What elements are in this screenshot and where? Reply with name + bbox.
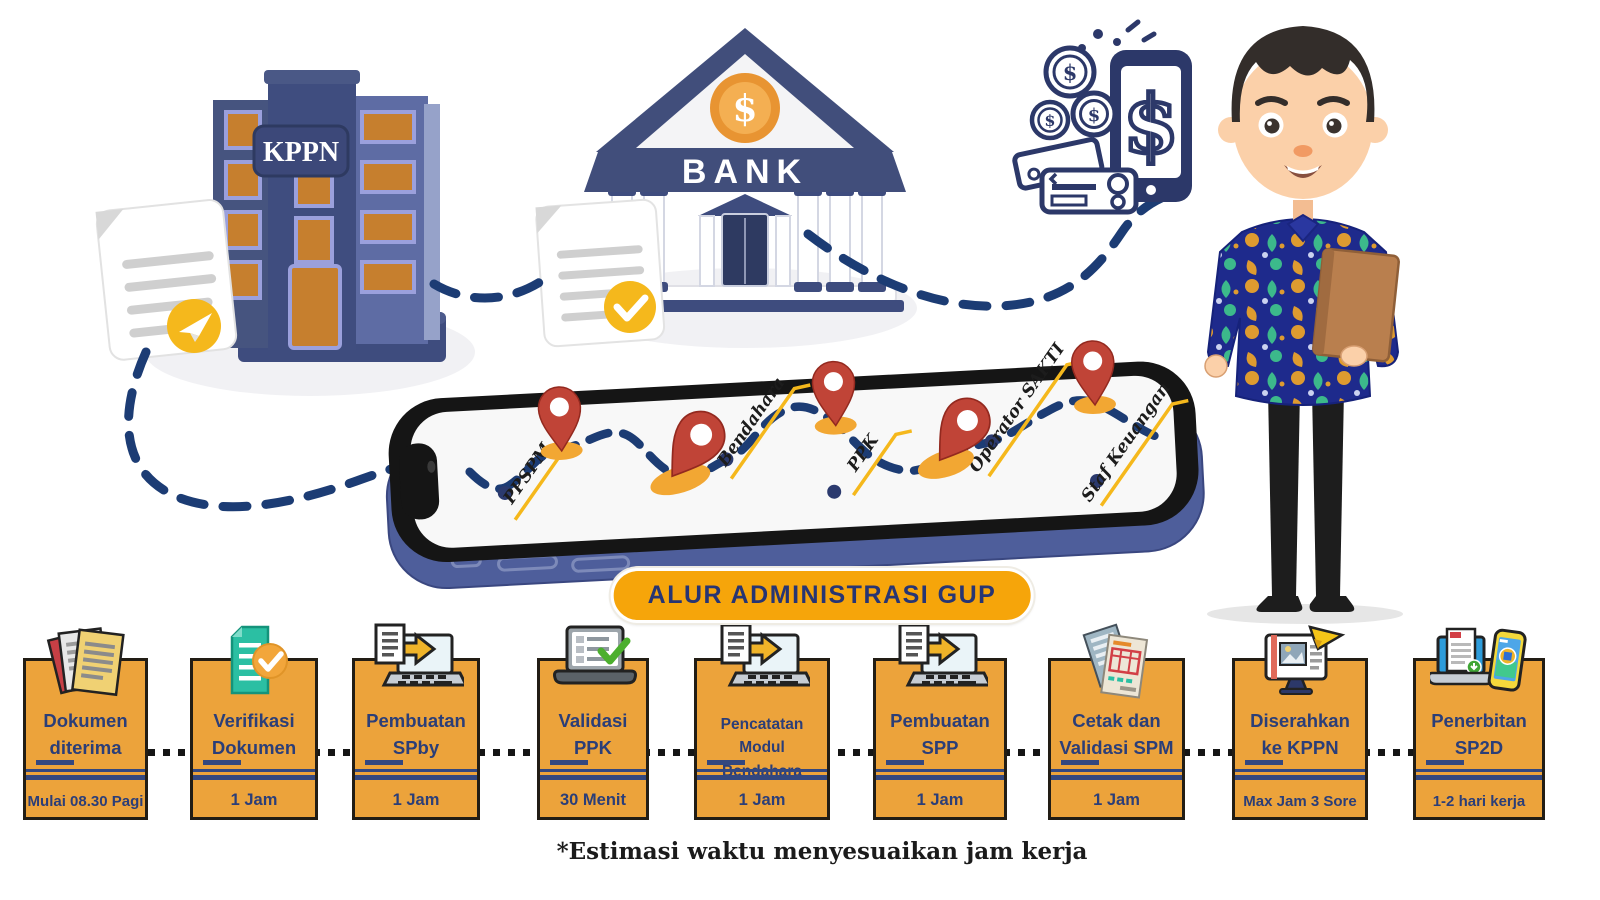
svg-text:$: $ — [1044, 111, 1055, 130]
step-duration: 1 Jam — [916, 791, 964, 809]
left-hand — [1204, 354, 1228, 378]
right-shoe — [1309, 596, 1355, 612]
money-dollar-symbol: $ — [1123, 77, 1179, 171]
laptop-phone-icon — [1427, 623, 1528, 705]
coin-symbols: $ $ $ — [1044, 60, 1100, 130]
step-title: Penerbitan SP2D — [1431, 710, 1527, 758]
document-check-icon — [208, 623, 300, 703]
route-dots — [497, 434, 1104, 500]
svg-text:$: $ — [1088, 105, 1101, 126]
title-badge-text: ALUR ADMINISTRASI GUP — [647, 581, 997, 609]
step-divider — [697, 760, 827, 780]
laptop-checklist-icon — [545, 623, 641, 703]
hair — [1231, 26, 1375, 122]
monitor-send-icon — [1252, 623, 1348, 705]
phone-map: PPSPM Bendahara PPK Operator SAKTI Staf … — [385, 339, 1205, 590]
kppn-windows-right — [360, 110, 416, 294]
step-title: Pembuatan SPP — [890, 710, 990, 758]
left-shoe — [1256, 596, 1303, 612]
step-card: Pencatatan Modul Bendahara 1 Jam — [694, 623, 830, 820]
step-duration: Mulai 08.30 Pagi — [27, 793, 144, 810]
step-divider — [1051, 760, 1182, 780]
step-card: Pembuatan SPby 1 Jam — [352, 623, 480, 820]
laptop-upload-icon — [892, 623, 993, 703]
documents-stack-icon — [38, 623, 134, 703]
right-hand — [1340, 345, 1368, 367]
step-divider — [1416, 760, 1542, 780]
step-title: Dokumen diterima — [43, 710, 128, 758]
step-duration: 30 Menit — [559, 791, 627, 809]
step-card: Verifikasi Dokumen 1 Jam — [190, 625, 318, 820]
step-duration: 1 Jam — [1093, 791, 1140, 809]
connector-kppn-to-bank — [429, 277, 545, 303]
step-card: Pembuatan SPP 1 Jam — [873, 623, 1007, 820]
credit-card-front-icon — [1039, 167, 1139, 215]
step-title: Validasi PPK — [558, 710, 628, 758]
step-card: Diserahkan ke KPPN Max Jam 3 Sore — [1232, 625, 1368, 820]
mouth — [1284, 165, 1322, 178]
step-divider — [193, 760, 315, 780]
check-icon — [613, 294, 649, 322]
step-duration: 1 Jam — [738, 791, 786, 809]
step-title: Cetak dan Validasi SPM — [1059, 710, 1174, 758]
step-divider — [26, 760, 145, 780]
step-duration: 1-2 hari kerja — [1432, 793, 1526, 810]
laptop-upload-icon — [368, 623, 469, 703]
scene-illustration: KPPN — [95, 19, 1403, 624]
map-pins — [536, 339, 1117, 496]
person-batik — [1204, 26, 1403, 624]
step-duration: 1 Jam — [392, 791, 440, 809]
step-divider — [355, 760, 477, 780]
step-card: Dokumen diterima Mulai 08.30 Pagi — [23, 627, 148, 820]
kppn-door — [288, 264, 342, 350]
step-card: Cetak dan Validasi SPM 1 Jam — [1048, 623, 1185, 820]
step-card: Validasi PPK 30 Menit — [537, 625, 649, 820]
title-badge: ALUR ADMINISTRASI GUP — [610, 568, 1034, 623]
step-duration: Max Jam 3 Sore — [1243, 793, 1357, 810]
estimation-note: *Estimasi waktu menyesuaikan jam kerja — [556, 838, 1088, 865]
person-head — [1218, 26, 1388, 199]
kppn-signboard — [252, 124, 350, 178]
invoice-icon — [1071, 623, 1163, 705]
kppn-windows-left — [224, 110, 262, 300]
nose — [1293, 145, 1313, 157]
svg-text:$: $ — [1063, 60, 1078, 85]
step-divider — [1235, 760, 1365, 780]
step-title: Pembuatan SPby — [366, 710, 466, 758]
bank-sign-text: BANK — [682, 153, 808, 191]
step-title: Verifikasi Dokumen — [211, 710, 297, 758]
bank-coin-symbol: $ — [732, 88, 757, 130]
laptop-upload-icon — [714, 623, 815, 703]
bank-door — [698, 194, 792, 287]
check-badge — [604, 281, 656, 333]
kppn-sign-text: KPPN — [263, 137, 339, 168]
connector-bank-to-money — [803, 189, 1177, 311]
step-duration: 1 Jam — [230, 791, 278, 809]
step-divider — [876, 760, 1004, 780]
mobile-money-graphic: $ $ $ $ — [1012, 19, 1192, 215]
step-card: Penerbitan SP2D 1-2 hari kerja — [1413, 627, 1545, 820]
step-title: Diserahkan ke KPPN — [1250, 710, 1350, 758]
paper-plane-icon — [179, 313, 212, 336]
folder-icon — [1312, 247, 1400, 363]
paper-plane-fold — [190, 333, 199, 342]
coin-icons — [1029, 45, 1118, 141]
step-divider — [540, 760, 646, 780]
